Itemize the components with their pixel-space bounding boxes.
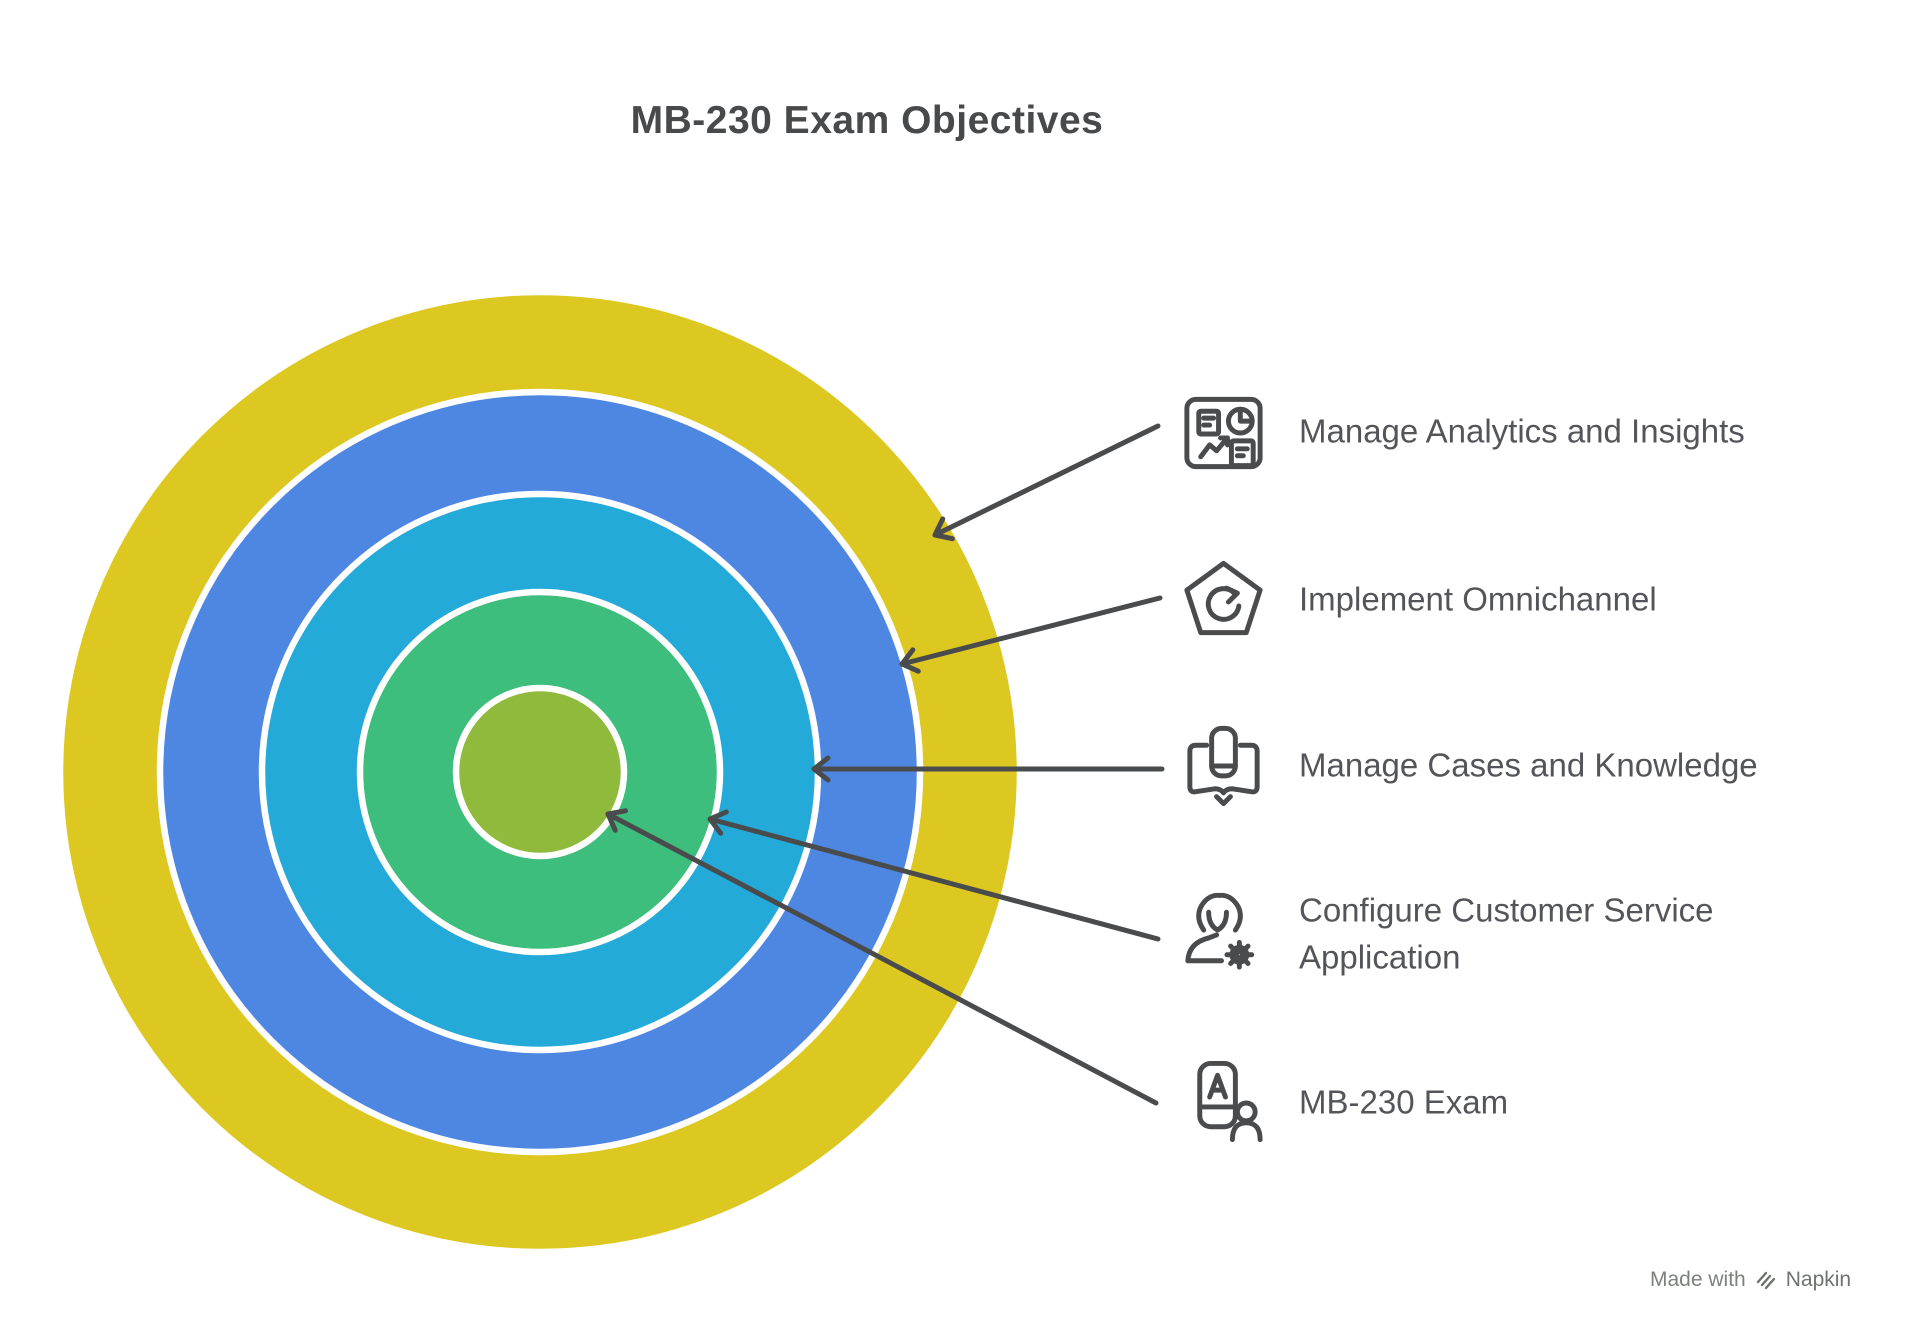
arrow-to-blue-ring (899, 595, 1163, 674)
person-gear-icon (1176, 887, 1271, 982)
legend-row-mb230-exam: MB-230 Exam (1176, 1056, 1508, 1151)
napkin-logo-icon (1756, 1271, 1775, 1290)
pentagon-refresh-icon (1176, 553, 1271, 648)
arrow-to-green-ring (707, 809, 1161, 942)
page-title: MB-230 Exam Objectives (630, 99, 1104, 142)
watermark-brand: Napkin (1785, 1268, 1852, 1291)
legend-row-cases-knowledge: Manage Cases and Knowledge (1176, 719, 1758, 814)
legend-row-customer-service: Configure Customer Service Application (1176, 887, 1779, 982)
legend-label: Implement Omnichannel (1299, 580, 1657, 618)
arrow-to-center (605, 808, 1159, 1106)
arrow-to-outer-ring (932, 423, 1161, 542)
legend-label: Manage Analytics and Insights (1299, 412, 1745, 450)
analytics-dashboard-icon (1176, 385, 1271, 480)
legend-label: MB-230 Exam (1299, 1083, 1509, 1121)
legend-row-omnichannel: Implement Omnichannel (1176, 553, 1657, 648)
card-person-icon (1176, 1056, 1271, 1151)
legend-label: Manage Cases and Knowledge (1299, 746, 1758, 784)
ring-mb230-exam-core (452, 684, 628, 860)
legend-label: Configure Customer Service Application (1299, 891, 1714, 975)
book-device-icon (1176, 719, 1271, 814)
legend-row-analytics: Manage Analytics and Insights (1176, 385, 1745, 480)
watermark-prefix: Made with (1650, 1268, 1746, 1291)
watermark: Made with Napkin (1650, 1268, 1851, 1292)
